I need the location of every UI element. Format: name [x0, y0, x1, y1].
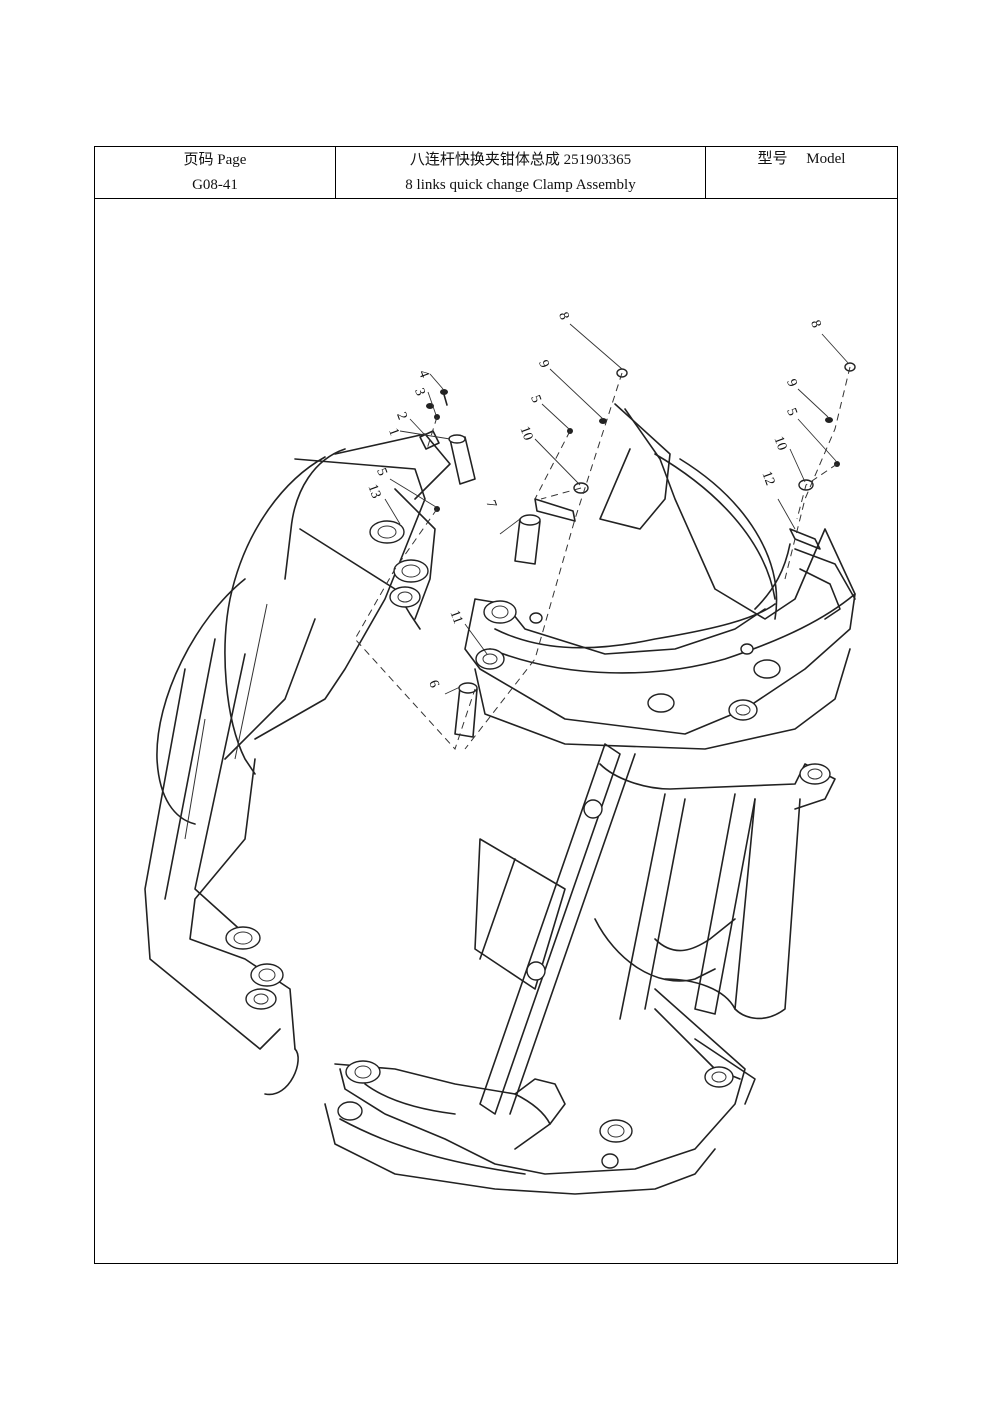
lower-bracket: [324, 1060, 716, 1195]
upper-right-bracket: [464, 403, 856, 750]
callout-leaders: [384, 323, 850, 695]
title-block: 页码 Page G08-41 八连杆快换夹钳体总成 251903365 8 li…: [95, 147, 897, 199]
left-clamp-arm: [144, 433, 451, 1096]
callout-6: 6: [425, 678, 441, 690]
callout-5b: 5: [783, 406, 799, 418]
model-label: 型号 Model: [757, 151, 846, 167]
callout-9a: 9: [535, 358, 551, 370]
exploded-view-drawing: 8 8 9 9 5 5 5 10 10 4 3 2 1 13 7 12 11 6: [95, 199, 897, 1263]
clamp-assembly-illustration: 8 8 9 9 5 5 5 10 10 4 3 2 1 13 7 12 11 6: [144, 310, 856, 1195]
callout-5c: 5: [373, 466, 389, 478]
center-frame: [474, 743, 756, 1115]
callout-11: 11: [446, 608, 465, 626]
callout-2: 2: [393, 410, 409, 422]
callout-5a: 5: [527, 393, 543, 405]
exploded-small-parts: [419, 362, 856, 738]
left-arm-upper-pivots: [369, 520, 429, 608]
title-cell: 八连杆快换夹钳体总成 251903365 8 links quick chang…: [336, 147, 706, 198]
page-label: 页码 Page: [183, 151, 247, 168]
title-cn: 八连杆快换夹钳体总成 251903365: [409, 151, 632, 168]
model-cell: 型号 Model: [706, 147, 897, 198]
left-arm-lower-pivots: [225, 926, 284, 1010]
callout-10b: 10: [770, 434, 789, 452]
callout-labels: 8 8 9 9 5 5 5 10 10 4 3 2 1 13 7 12 11 6: [364, 310, 823, 690]
callout-12: 12: [758, 469, 777, 487]
callout-1: 1: [385, 426, 401, 438]
callout-9b: 9: [783, 377, 799, 389]
title-en: 8 links quick change Clamp Assembly: [405, 176, 636, 193]
callout-7: 7: [482, 498, 498, 510]
assembly-dashed-lines: [354, 366, 851, 750]
callout-4: 4: [415, 368, 431, 380]
page-cell: 页码 Page G08-41: [95, 147, 336, 198]
callout-8a: 8: [555, 310, 571, 322]
callout-13: 13: [364, 482, 383, 500]
drawing-sheet: 页码 Page G08-41 八连杆快换夹钳体总成 251903365 8 li…: [94, 146, 898, 1264]
callout-8b: 8: [807, 318, 823, 330]
callout-3: 3: [411, 386, 427, 398]
right-side-supports: [339, 763, 836, 1175]
callout-10a: 10: [516, 424, 535, 442]
page-number: G08-41: [192, 176, 238, 193]
